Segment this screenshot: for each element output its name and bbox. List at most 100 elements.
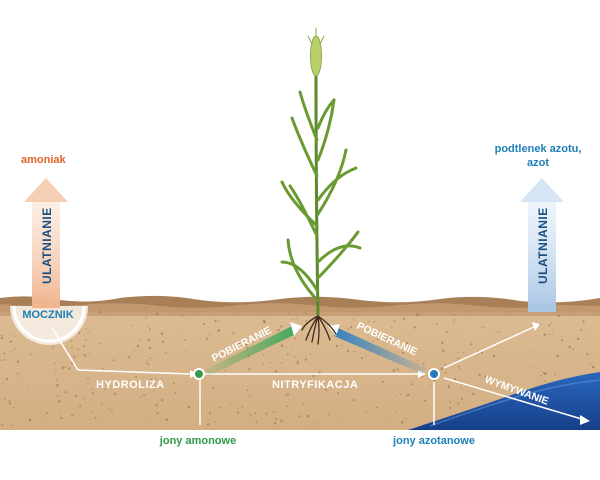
soil-speck	[184, 339, 187, 341]
soil-speck	[70, 340, 73, 343]
label-ulatnianie-left: ULATNIANIE	[40, 207, 54, 284]
soil-speck	[60, 416, 63, 420]
soil-speck	[328, 413, 330, 416]
soil-speck	[556, 354, 559, 358]
soil-speck	[185, 382, 187, 384]
soil-speck	[346, 385, 349, 387]
soil-speck	[280, 344, 284, 347]
soil-speck	[272, 411, 275, 414]
soil-speck	[176, 335, 178, 337]
soil-speck	[396, 368, 398, 369]
soil-speck	[149, 357, 152, 360]
soil-speck	[470, 343, 473, 346]
soil-speck	[169, 311, 172, 313]
jony-amonowe-marker	[193, 368, 205, 380]
soil-speck	[335, 344, 339, 348]
soil-speck	[88, 352, 90, 355]
soil-speck	[60, 411, 62, 414]
soil-speck	[128, 356, 131, 359]
soil-speck	[276, 329, 279, 331]
soil-speck	[350, 326, 353, 329]
soil-speck	[278, 328, 281, 331]
soil-speck	[353, 350, 356, 353]
soil-speck	[205, 337, 209, 340]
soil-speck	[262, 362, 264, 365]
soil-speck	[417, 359, 419, 362]
soil-speck	[91, 388, 93, 390]
soil-speck	[144, 330, 147, 332]
label-jony-azotanowe: jony azotanowe	[392, 435, 475, 447]
soil-speck	[381, 386, 383, 388]
soil-speck	[586, 353, 589, 356]
soil-speck	[107, 408, 109, 410]
ulatnianie-right-arrow	[520, 178, 564, 312]
soil-speck	[9, 340, 13, 343]
soil-speck	[249, 413, 252, 416]
soil-speck	[297, 362, 300, 364]
soil-speck	[591, 365, 595, 369]
soil-speck	[269, 361, 272, 364]
soil-speck	[262, 354, 265, 357]
soil-speck	[140, 388, 142, 390]
soil-speck	[248, 394, 251, 397]
soil-speck	[147, 338, 151, 341]
soil-speck	[145, 317, 147, 319]
wheat-plant	[280, 27, 362, 345]
soil-speck	[3, 352, 6, 355]
soil-speck	[274, 370, 278, 373]
soil-speck	[64, 391, 67, 394]
soil-speck	[461, 387, 462, 389]
label-podtlenek-azotu-line2: azot	[527, 157, 549, 169]
soil-speck	[440, 367, 444, 370]
soil-speck	[1, 382, 3, 384]
soil-speck	[560, 339, 563, 342]
soil-speck	[457, 402, 460, 405]
soil-speck	[382, 380, 385, 383]
soil-speck	[153, 382, 155, 384]
soil-speck	[68, 367, 71, 370]
soil-speck	[58, 400, 61, 403]
soil-speck	[422, 362, 425, 365]
soil-speck	[77, 348, 79, 351]
soil-speck	[305, 425, 307, 427]
soil-speck	[458, 365, 460, 368]
soil-speck	[365, 355, 367, 357]
soil-speck	[360, 357, 363, 360]
soil-speck	[91, 392, 94, 395]
soil-speck	[305, 312, 307, 315]
soil-speck	[423, 424, 424, 425]
label-podtlenek-azotu-line1: podtlenek azotu,	[495, 143, 582, 155]
soil-speck	[11, 424, 14, 426]
soil-speck	[539, 374, 542, 377]
soil-speck	[481, 351, 483, 354]
soil-speck	[590, 362, 593, 364]
soil-speck	[1, 423, 4, 426]
soil-speck	[453, 322, 455, 324]
soil-speck	[489, 333, 491, 335]
soil-speck	[135, 376, 137, 378]
soil-speck	[236, 411, 240, 414]
soil-speck	[284, 394, 287, 397]
soil-speck	[99, 342, 102, 345]
soil-speck	[580, 329, 583, 331]
soil-speck	[154, 390, 156, 392]
soil-speck	[288, 312, 290, 314]
soil-speck	[143, 394, 145, 397]
soil-speck	[147, 359, 149, 361]
soil-speck	[408, 392, 410, 394]
soil-speck	[392, 369, 395, 372]
soil-speck	[391, 327, 393, 329]
soil-speck	[572, 348, 574, 351]
soil-speck	[53, 371, 55, 373]
soil-speck	[376, 338, 379, 341]
soil-speck	[352, 399, 355, 402]
soil-speck	[27, 388, 29, 390]
soil-speck	[133, 356, 135, 358]
soil-speck	[416, 314, 418, 316]
soil-speck	[497, 330, 499, 332]
soil-speck	[68, 362, 69, 364]
soil-speck	[424, 399, 427, 402]
soil-speck	[297, 359, 299, 361]
soil-speck	[99, 311, 102, 314]
soil-speck	[429, 384, 431, 387]
